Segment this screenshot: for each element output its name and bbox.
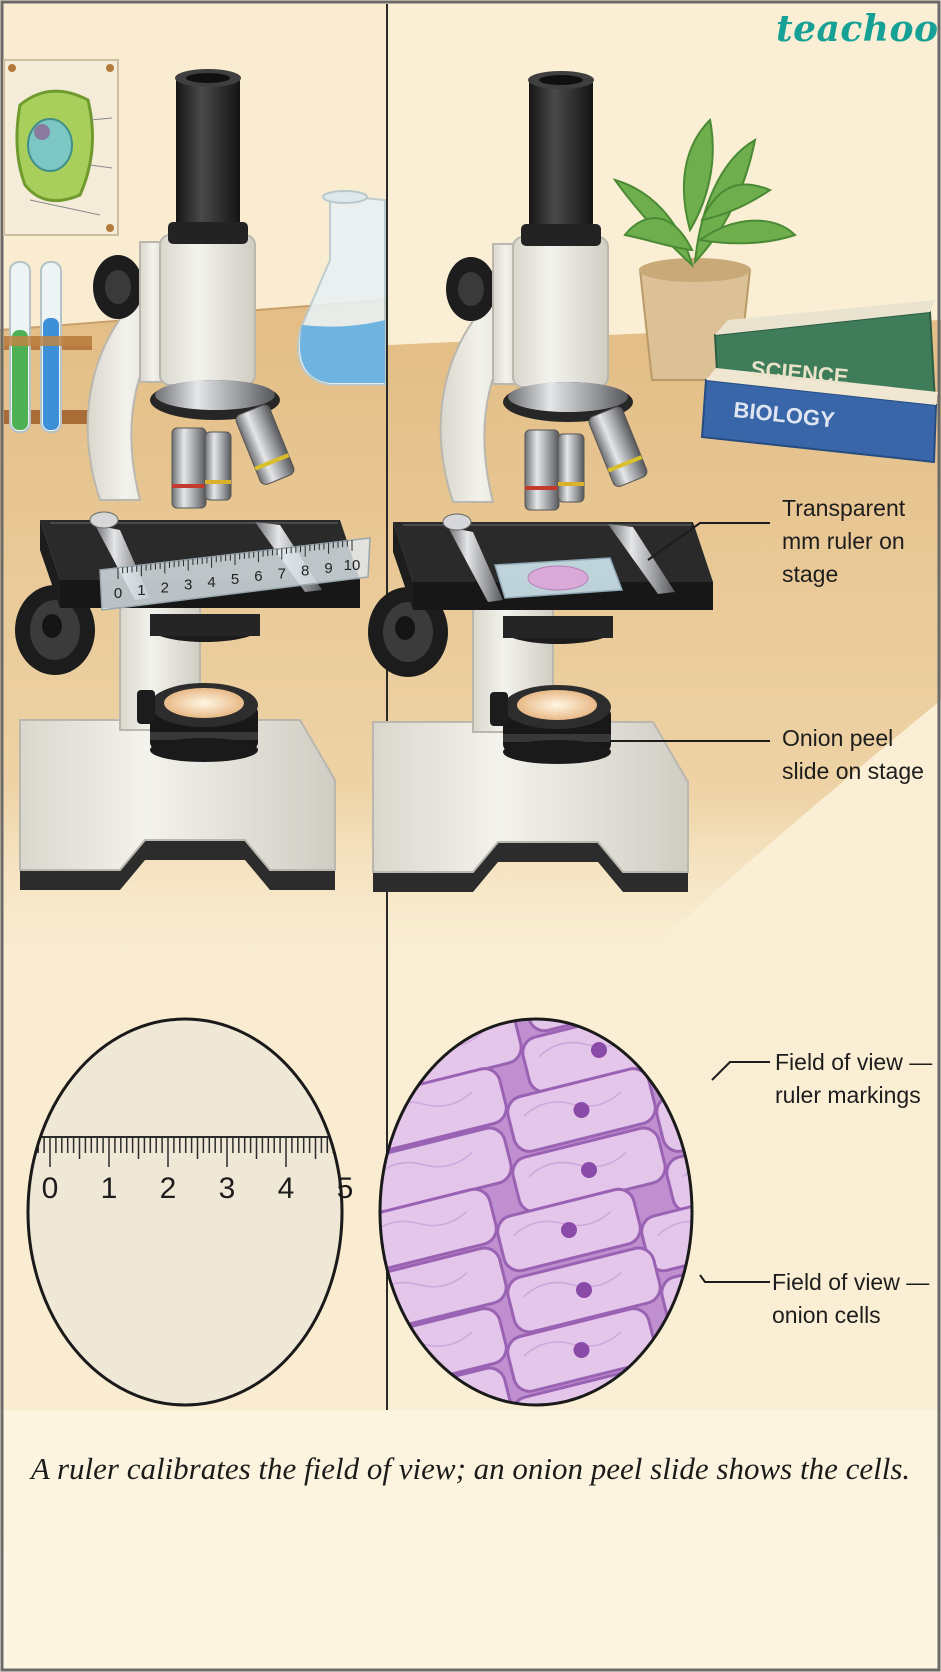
figure-caption: A ruler calibrates the field of view; an… [30,1451,911,1486]
stage-ruler-label: 6 [254,568,262,585]
stage-ruler-label: 0 [114,585,122,602]
stage-ruler-label: 4 [207,574,215,591]
onion-slide [494,557,624,599]
teachoo-logo: teachoo [776,8,939,50]
field-ruler-label: 2 [160,1172,177,1205]
flask-icon [297,190,386,386]
field-ruler-label: 0 [42,1172,59,1205]
books-icon [700,300,938,464]
stage-ruler-label: 1 [137,582,145,599]
stage-ruler-label: 5 [231,571,239,588]
field-ruler-label: 4 [278,1172,295,1205]
field-ruler-label: 1 [101,1172,118,1205]
cell-poster-icon [3,59,119,236]
stage-ruler-label: 10 [344,557,361,574]
leader-lines [610,522,770,1283]
stage-ruler-label: 9 [324,560,332,577]
stage-ruler-label: 7 [278,565,286,582]
callout-onion-slide: Onion peel slide on stage [782,725,924,784]
stage-ruler-label: 8 [301,563,309,580]
callout-stage-ruler: Transparent mm ruler on stage [782,495,906,587]
callout-field-ruler: Field of view — ruler markings [775,1049,933,1108]
stage-ruler-label: 3 [184,577,192,594]
stage-ruler-label: 2 [161,579,169,596]
test-tubes-icon [4,261,92,433]
field-ruler-label: 3 [219,1172,236,1205]
callout-field-onion: Field of view — onion cells [772,1269,930,1328]
plant-icon [612,117,797,381]
